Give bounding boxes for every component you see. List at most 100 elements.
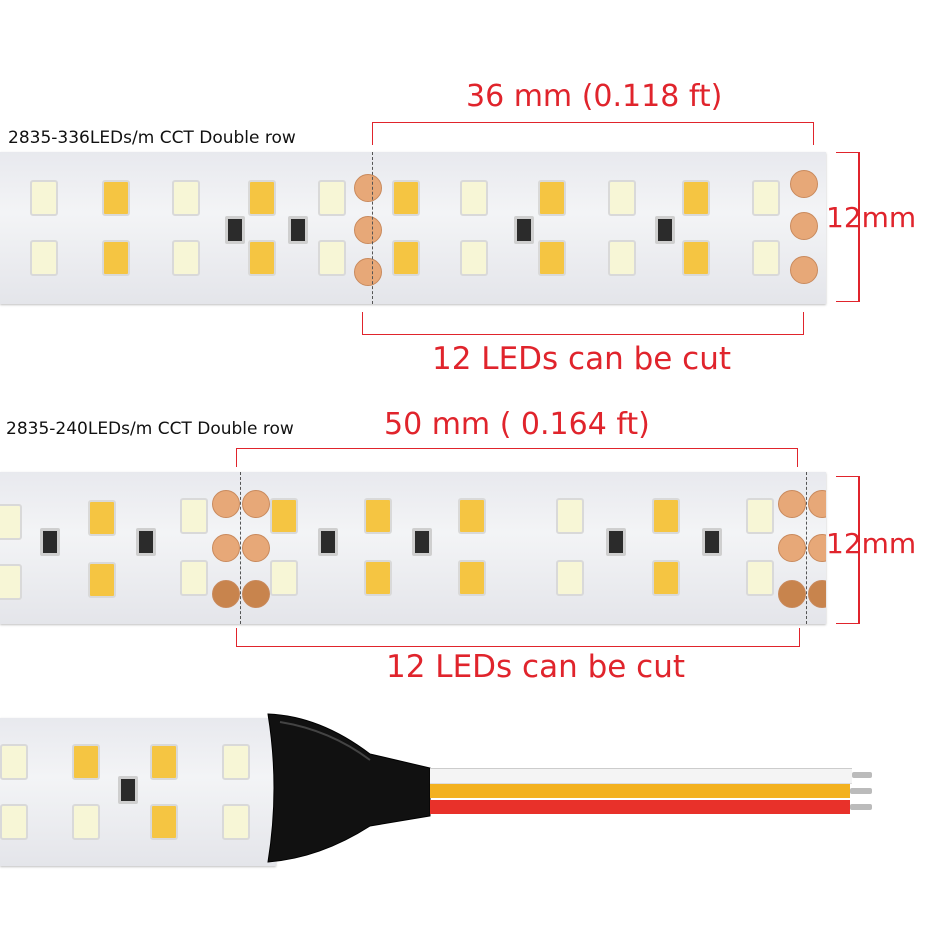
led: [682, 240, 710, 276]
led: [460, 180, 488, 216]
wire-connector: [267, 713, 431, 863]
solder-pad: [354, 174, 382, 202]
yellow-wire: [430, 784, 850, 798]
solder-pad: [808, 580, 826, 608]
led: [222, 744, 250, 780]
resistor: [318, 528, 338, 556]
solder-pad: [778, 534, 806, 562]
solder-pad: [790, 170, 818, 198]
solder-pad: [242, 580, 270, 608]
led: [538, 180, 566, 216]
resistor: [40, 528, 60, 556]
led: [556, 498, 584, 534]
cut-line: [240, 472, 241, 624]
strip3-led-strip: [0, 718, 276, 866]
resistor: [514, 216, 534, 244]
solder-pad: [808, 534, 826, 562]
strip2-length-label: 50 mm ( 0.164 ft): [384, 407, 650, 442]
cut-line: [372, 152, 373, 304]
led: [30, 240, 58, 276]
led: [248, 240, 276, 276]
solder-pad: [790, 256, 818, 284]
led: [682, 180, 710, 216]
strip1-width-bracket: [836, 152, 860, 302]
strip1-length-label: 36 mm (0.118 ft): [466, 79, 723, 114]
led: [222, 804, 250, 840]
led: [392, 180, 420, 216]
led: [0, 804, 28, 840]
led: [458, 498, 486, 534]
led: [88, 562, 116, 598]
led: [270, 560, 298, 596]
led: [102, 240, 130, 276]
resistor: [702, 528, 722, 556]
resistor: [606, 528, 626, 556]
led: [172, 180, 200, 216]
solder-pad: [212, 534, 240, 562]
led: [538, 240, 566, 276]
wire-tip: [850, 804, 872, 810]
strip2-led-strip: [0, 472, 826, 624]
solder-pad: [354, 216, 382, 244]
led: [150, 804, 178, 840]
solder-pad: [808, 490, 826, 518]
resistor: [412, 528, 432, 556]
led: [248, 180, 276, 216]
led: [88, 500, 116, 536]
strip1-cut-label: 12 LEDs can be cut: [432, 341, 732, 377]
led: [270, 498, 298, 534]
resistor: [225, 216, 245, 244]
strip2-width-label: 12mm: [826, 527, 917, 560]
solder-pad: [242, 534, 270, 562]
resistor: [136, 528, 156, 556]
led: [0, 504, 22, 540]
cut-line: [806, 472, 807, 624]
led: [72, 804, 100, 840]
led: [652, 560, 680, 596]
led: [150, 744, 178, 780]
resistor: [288, 216, 308, 244]
solder-pad: [778, 580, 806, 608]
solder-pad: [790, 212, 818, 240]
led: [318, 180, 346, 216]
wire-tip: [850, 788, 872, 794]
led: [180, 560, 208, 596]
strip2-cut-bracket: [236, 628, 800, 647]
strip1-led-strip: [0, 152, 826, 304]
resistor: [655, 216, 675, 244]
led: [752, 180, 780, 216]
led: [30, 180, 58, 216]
led: [364, 498, 392, 534]
led: [0, 564, 22, 600]
strip2-length-bracket: [236, 448, 798, 467]
led: [318, 240, 346, 276]
led: [180, 498, 208, 534]
solder-pad: [242, 490, 270, 518]
led: [746, 560, 774, 596]
strip1-title: 2835-336LEDs/m CCT Double row: [8, 128, 296, 148]
strip1-length-bracket: [372, 122, 814, 145]
strip2-title: 2835-240LEDs/m CCT Double row: [6, 419, 294, 439]
led: [608, 240, 636, 276]
solder-pad: [212, 490, 240, 518]
led: [746, 498, 774, 534]
solder-pad: [212, 580, 240, 608]
led: [460, 240, 488, 276]
led: [172, 240, 200, 276]
strip2-width-bracket: [836, 476, 860, 624]
wire-tip: [852, 772, 872, 778]
strip1-width-label: 12mm: [826, 201, 917, 234]
white-wire: [430, 768, 852, 784]
led: [392, 240, 420, 276]
led: [608, 180, 636, 216]
led: [102, 180, 130, 216]
led: [752, 240, 780, 276]
led: [556, 560, 584, 596]
strip2-cut-label: 12 LEDs can be cut: [386, 649, 686, 685]
strip1-cut-bracket: [362, 312, 804, 335]
led: [364, 560, 392, 596]
resistor: [118, 776, 138, 804]
solder-pad: [778, 490, 806, 518]
red-wire: [430, 800, 850, 814]
led: [72, 744, 100, 780]
